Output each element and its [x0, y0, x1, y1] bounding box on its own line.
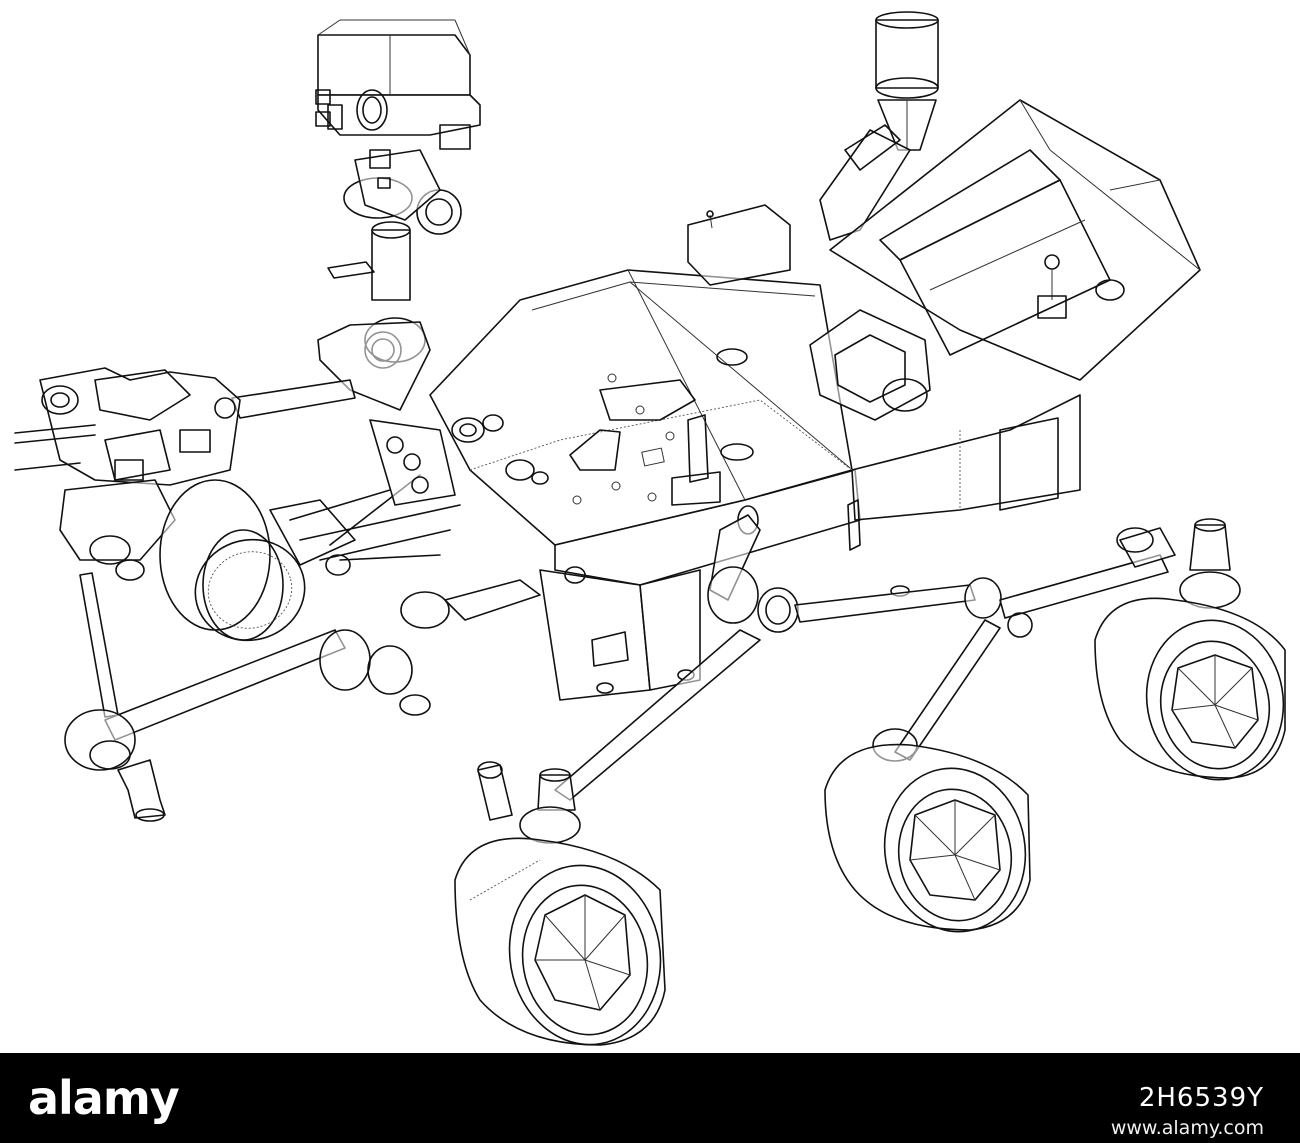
- watermark-bar: alamy 2H6539Y www.alamy.com: [0, 1053, 1300, 1143]
- rover-robotic-arm: [14, 367, 586, 822]
- left-wheel: [194, 538, 306, 642]
- rover-suspension: [477, 505, 1241, 844]
- alamy-logo: alamy: [28, 1071, 180, 1125]
- rover-mast: [315, 19, 481, 411]
- illustration-canvas: [14, 11, 1286, 1046]
- watermark-url: www.alamy.com: [1110, 1117, 1264, 1139]
- rear-wheel: [1094, 597, 1286, 781]
- image-code: 2H6539Y: [1138, 1083, 1264, 1113]
- rover-power-unit: [687, 11, 1201, 421]
- middle-wheel: [824, 743, 1031, 933]
- rover-body: [429, 269, 1081, 701]
- mars-rover-wireframe-icon: [14, 11, 1286, 1046]
- front-wheel: [454, 837, 666, 1046]
